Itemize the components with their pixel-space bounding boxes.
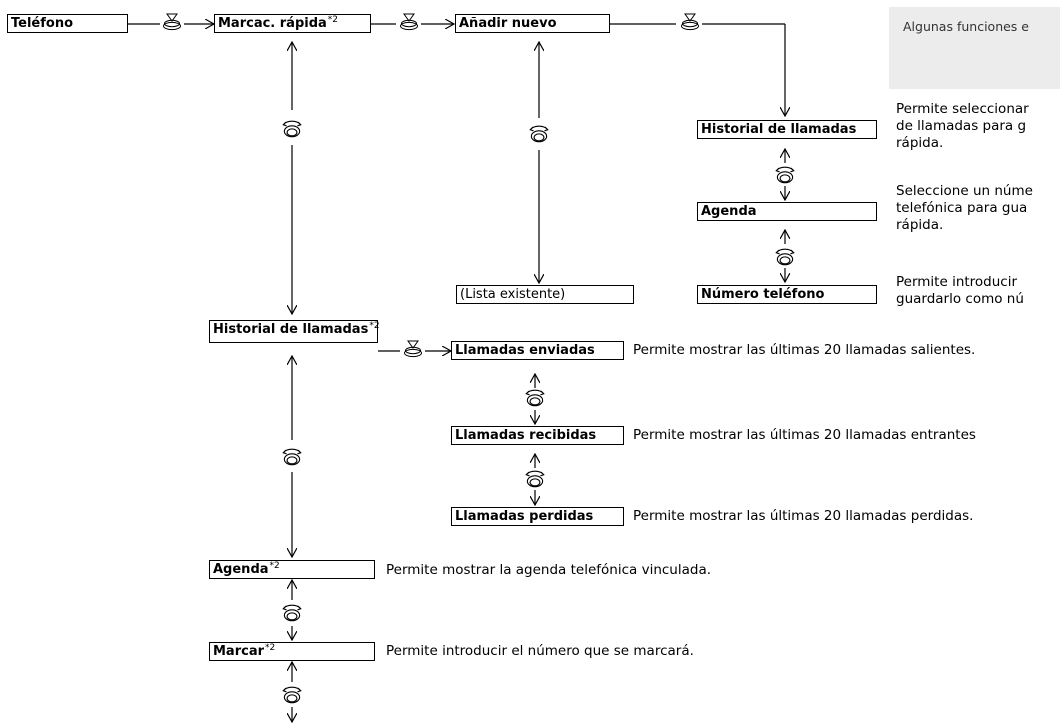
desc-marcar: Permite introducir el número que se marc… [386,643,694,659]
press-knob-icon [163,13,181,31]
node-llamadas-recibidas: Llamadas recibidas [451,426,624,445]
rotate-knob-icon [775,166,795,184]
rotate-knob-icon [282,120,302,138]
node-agenda: Agenda*2 [209,560,375,579]
node-historial-sub: Historial de llamadas [697,120,877,139]
node-telefono: Teléfono [7,14,128,33]
press-knob-icon [400,13,418,31]
node-marcacion-rapida: Marcac. rápida*2 [214,14,371,33]
info-note: Algunas funciones e [889,7,1060,89]
desc-agenda: Permite mostrar la agenda telefónica vin… [386,562,712,578]
rotate-knob-icon [775,248,795,266]
rotate-knob-icon [282,604,302,622]
rotate-knob-icon [525,389,545,407]
press-knob-icon [404,340,422,358]
rotate-knob-icon [282,686,302,704]
desc-llamadas-recibidas: Permite mostrar las últimas 20 llamadas … [633,427,976,443]
node-numero-telefono: Número teléfono [697,285,877,304]
node-llamadas-perdidas: Llamadas perdidas [451,507,624,526]
rotate-knob-icon [529,125,549,143]
node-agenda-sub: Agenda [697,202,877,221]
node-historial-llamadas: Historial de llamadas*2 [209,320,380,343]
node-llamadas-enviadas: Llamadas enviadas [451,341,624,360]
node-lista-existente: (Lista existente) [456,285,634,304]
rotate-knob-icon [525,470,545,488]
press-knob-icon [681,13,699,31]
node-anadir-nuevo: Añadir nuevo [455,14,610,33]
desc-llamadas-enviadas: Permite mostrar las últimas 20 llamadas … [633,342,976,358]
node-marcar: Marcar*2 [209,642,375,661]
desc-llamadas-perdidas: Permite mostrar las últimas 20 llamadas … [633,508,974,524]
rotate-knob-icon [282,448,302,466]
